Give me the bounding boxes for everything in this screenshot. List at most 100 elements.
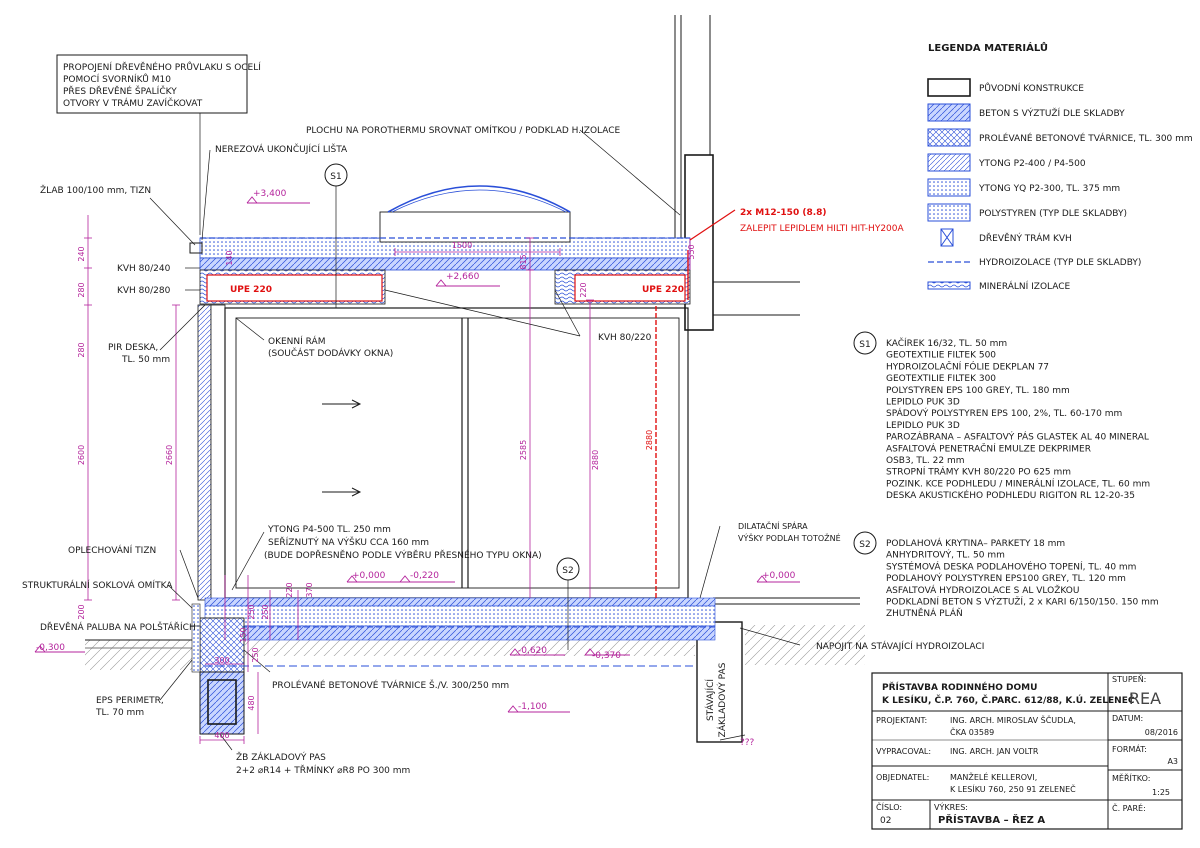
section-tag-s2-label: S2: [562, 566, 573, 576]
legend-item: HYDROIZOLACE (TYP DLE SKLADBY): [979, 258, 1141, 268]
note-anchor: ZALEPIT LEPIDLEM HILTI HIT-HY200A: [740, 224, 904, 234]
section-tag-s2: [556, 557, 580, 581]
upe-beam-right: [574, 274, 686, 302]
connection-note-box: [56, 54, 248, 114]
tb-number-label: ČÍSLO:: [876, 801, 902, 812]
dim-text: 2600: [77, 445, 86, 465]
note-ytong: (BUDE DOPŘESNĚNO PODLE VÝBĚRU PŘESNÉHO T…: [264, 549, 542, 561]
legend-item: PŮVODNÍ KONSTRUKCE: [979, 82, 1084, 94]
gutter: [189, 242, 203, 254]
legend-title: LEGENDA MATERIÁLŮ: [928, 41, 1048, 54]
label-upe-right: UPE 220: [642, 285, 684, 295]
assembly-layer: ASFALTOVÁ PENETRAČNÍ EMULZE DEKPRIMER: [886, 442, 1091, 454]
dim-text: 240: [77, 246, 86, 261]
tb-drafted-label: VYPRACOVAL:: [876, 747, 931, 756]
assembly-layer: OSB3, TL. 22 mm: [886, 456, 965, 466]
assembly-layer: POLYSTYREN EPS 100 GREY, TL. 180 mm: [886, 386, 1070, 396]
tb-format-label: FORMÁT:: [1112, 743, 1147, 754]
dim-text: 815: [519, 254, 528, 269]
label-upe-left: UPE 220: [230, 285, 272, 295]
title-block-text: PŘÍSTAVBA RODINNÉHO DOMU K LESÍKU, Č.P. …: [876, 674, 1178, 826]
existing-building: [674, 15, 860, 743]
note-existing-footing: ZÁKLADOVÝ PAS: [716, 662, 728, 737]
dim-text: 2585: [519, 440, 528, 460]
assembly-s2: S2 PODLAHOVÁ KRYTINA– PARKETY 18 mmANHYD…: [853, 531, 1159, 619]
dim-text: 2660: [165, 445, 174, 465]
dimension-lines: [84, 215, 691, 744]
tb-date-label: DATUM:: [1112, 714, 1143, 723]
level-top: +3,400: [253, 189, 287, 199]
section-tag-s1: [324, 163, 348, 187]
assembly-layer: SYSTÉMOVÁ DESKA PODLAHOVÉHO TOPENÍ, TL. …: [886, 560, 1136, 572]
skylight-curb: [379, 211, 571, 243]
note-porotherm: PLOCHU NA POROTHERMU SROVNAT OMÍTKOU / P…: [306, 124, 621, 136]
note-footing: 2+2 ⌀R14 + TŘMÍNKY ⌀R8 PO 300 mm: [236, 764, 410, 776]
tb-designer: ČKA 03589: [950, 726, 994, 737]
material-legend: LEGENDA MATERIÁLŮ PŮVODNÍ KONSTRUKCE BET…: [927, 41, 1193, 292]
legend-item: DŘEVĚNÝ TRÁM KVH: [979, 232, 1072, 244]
assembly-layer: GEOTEXTILIE FILTEK 300: [886, 374, 996, 384]
dim-text: 300: [214, 656, 229, 665]
note-kvh-220: KVH 80/220: [598, 333, 652, 343]
legend-item: YTONG P2-400 / P4-500: [978, 159, 1086, 169]
tb-scale: 1:25: [1152, 788, 1170, 797]
assembly-s2-tag: S2: [859, 540, 870, 550]
level-lintel: +2,660: [446, 272, 480, 282]
assembly-layer: DESKA AKUSTICKÉHO PODHLEDU RIGITON RL 12…: [886, 489, 1135, 501]
note-finish-strip: NEREZOVÁ UKONČUJÍCÍ LIŠTA: [215, 143, 348, 155]
tb-project: PŘÍSTAVBA RODINNÉHO DOMU: [882, 681, 1037, 693]
dim-text: 1500: [452, 241, 472, 250]
assembly-s1-tag: S1: [859, 340, 870, 350]
legend-swatch-ytong: [927, 153, 971, 172]
legend-swatch-timber: [940, 228, 954, 247]
level-slab: -0,620: [518, 646, 547, 656]
assembly-layer: ZHUTNĚNÁ PLÁŇ: [886, 607, 963, 619]
assembly-layer: LEPIDLO PUK 3D: [886, 421, 960, 431]
note-kvh-240: KVH 80/240: [117, 264, 171, 274]
tb-stage-label: STUPEŇ:: [1112, 674, 1146, 684]
legend-item: YTONG YQ P2-300, TL. 375 mm: [978, 184, 1120, 194]
title-block: [871, 672, 1183, 830]
tb-drawing-label: VÝKRES:: [934, 801, 968, 812]
legend-swatch-blocks: [927, 128, 971, 147]
note-gutter: ŽLAB 100/100 mm, TIZN: [40, 184, 151, 196]
note-eps: EPS PERIMETR,: [96, 696, 164, 706]
level-markers: [34, 196, 800, 713]
tb-client: K LESÍKU 760, 250 91 ZELENEČ: [950, 783, 1076, 794]
existing-footing: [696, 621, 743, 743]
floor-and-foundation: [191, 597, 716, 735]
note-decking: DŘEVĚNÁ PALUBA NA POLŠTÁŘÍCH: [40, 621, 196, 633]
dim-text: 280: [77, 282, 86, 297]
dim-text: 2880: [591, 450, 600, 470]
legend-swatch-original: [927, 78, 971, 97]
tb-scale-label: MĚŘÍTKO:: [1112, 772, 1150, 783]
assembly-layer: STROPNÍ TRÁMY KVH 80/220 PO 625 mm: [886, 466, 1071, 478]
assembly-layer: PODLAHOVÝ POLYSTYREN EPS100 GREY, TL. 12…: [886, 572, 1126, 584]
note-kvh-280: KVH 80/280: [117, 286, 171, 296]
tb-designer: ING. ARCH. MIROSLAV ŠČUDLA,: [950, 714, 1076, 725]
legend-item: POLYSTYREN (TYP DLE SKLADBY): [979, 209, 1127, 219]
tb-stage: REA: [1129, 689, 1161, 708]
leader-lines: [149, 110, 801, 751]
assembly-s2-layers: PODLAHOVÁ KRYTINA– PARKETY 18 mmANHYDRIT…: [886, 537, 1159, 619]
dim-text: 480: [247, 695, 256, 710]
dim-text: 280: [77, 342, 86, 357]
dim-text: 250: [247, 604, 256, 619]
tb-copy-label: Č. PARÉ:: [1112, 802, 1146, 813]
note-joint: DILATAČNÍ SPÁRA: [738, 520, 808, 531]
assembly-layer: ANHYDRITOVÝ, TL. 50 mm: [886, 549, 1005, 561]
note-pir: TL. 50 mm: [121, 355, 170, 365]
note-flashing: OPLECHOVÁNÍ TIZN: [68, 544, 156, 556]
note-ytong: YTONG P4-500 TL. 250 mm: [267, 525, 391, 535]
dim-text: 200: [77, 604, 86, 619]
note-window-frame: OKENNÍ RÁM: [268, 335, 325, 347]
tb-client: MANŽELÉ KELLEROVI,: [950, 771, 1037, 782]
note-unknown: ???: [740, 738, 755, 748]
note-pir: PIR DESKA,: [108, 343, 158, 353]
assembly-layer: POZINK. KCE PODHLEDU / MINERÁLNÍ IZOLACE…: [886, 477, 1150, 489]
note-connect-hydro: NAPOJIT NA STÁVAJÍCÍ HYDROIZOLACI: [816, 640, 984, 652]
note-plinth: STRUKTURÁLNÍ SOKLOVÁ OMÍTKA: [22, 579, 173, 591]
level-outside: -0,300: [36, 643, 65, 653]
upe-beam-left: [206, 274, 383, 302]
note-ytong: SEŘÍZNUTÝ NA VÝŠKU CCA 160 mm: [268, 536, 429, 548]
